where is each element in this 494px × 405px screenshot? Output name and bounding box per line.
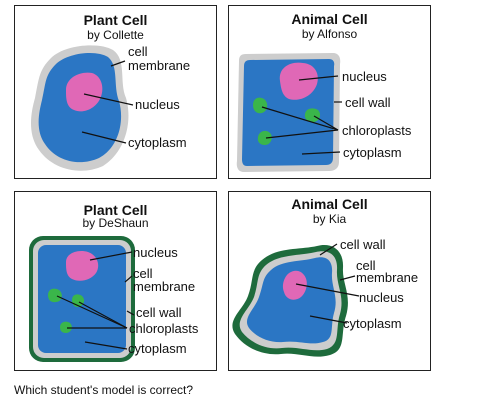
label-chloroplasts: chloroplasts: [129, 321, 199, 336]
label-cell-membrane-line1: cell: [128, 44, 148, 59]
panel-author: by Alfonso: [301, 27, 358, 41]
chloroplast: [60, 321, 72, 333]
label-lines: [56, 251, 135, 350]
label-cell-membrane-line2: membrane: [356, 270, 419, 285]
cell-diagram-deshaun: [29, 236, 135, 362]
label-nucleus: nucleus: [135, 97, 180, 112]
panel-title: Plant Cell: [83, 202, 148, 218]
cytoplasm-region: [246, 257, 336, 344]
label-cell-wall: cell wall: [340, 237, 386, 252]
panel-animal-cell-kia: Animal Cell by Kia cell wall cell membra…: [228, 191, 431, 371]
label-cell-membrane-line1: cell: [356, 258, 376, 273]
panel-title: Animal Cell: [291, 11, 368, 27]
label-cytoplasm: cytoplasm: [128, 341, 187, 356]
label-cell-membrane-line1: cell: [133, 266, 153, 281]
label-nucleus: nucleus: [359, 290, 404, 305]
chloroplast: [253, 97, 268, 114]
nucleus: [66, 72, 103, 112]
label-lines: [81, 60, 134, 144]
label-nucleus: nucleus: [342, 69, 387, 84]
label-nucleus: nucleus: [133, 245, 178, 260]
panel-title: Plant Cell: [83, 12, 148, 28]
label-cytoplasm: cytoplasm: [343, 316, 402, 331]
label-cell-wall: cell wall: [345, 95, 391, 110]
chloroplast: [48, 288, 62, 303]
label-chloroplasts: chloroplasts: [342, 123, 412, 138]
label-cell-wall: cell wall: [136, 305, 182, 320]
label-cytoplasm: cytoplasm: [343, 145, 402, 160]
label-cytoplasm: cytoplasm: [128, 135, 187, 150]
nucleus: [66, 251, 99, 281]
panel-author: by Kia: [312, 212, 347, 226]
label-cell-membrane-line2: membrane: [133, 279, 196, 294]
cell-diagram-kia: [232, 243, 360, 357]
label-lines: [295, 243, 360, 324]
label-lines: [261, 75, 342, 155]
question-text: Which student's model is correct?: [14, 383, 194, 397]
nucleus: [282, 270, 307, 300]
cell-diagram-alfonso: [236, 53, 342, 172]
chloroplast: [304, 108, 321, 123]
panel-animal-cell-alfonso: Animal Cell by Alfonso nucleus cell wall…: [228, 5, 431, 179]
panel-plant-cell-deshaun: Plant Cell by DeShaun nucleus cell membr…: [14, 191, 217, 371]
panel-author: by Collette: [87, 28, 144, 42]
cell-diagram-collette: [31, 45, 134, 171]
panel-author: by DeShaun: [82, 216, 149, 230]
nucleus: [279, 62, 318, 100]
panel-title: Animal Cell: [291, 196, 368, 212]
label-cell-membrane-line2: membrane: [128, 58, 191, 73]
panel-plant-cell-collette: Plant Cell by Collette cell membrane nuc…: [14, 5, 217, 179]
chloroplast: [257, 130, 272, 145]
